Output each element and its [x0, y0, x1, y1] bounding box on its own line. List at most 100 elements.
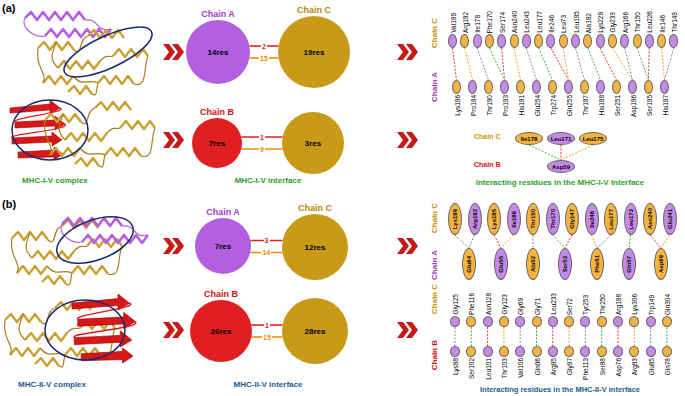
connector-line — [563, 48, 568, 80]
residue-name: Val106 — [517, 358, 524, 378]
connector — [618, 327, 619, 346]
figure-label: Chain A — [430, 250, 439, 280]
residue-count: 12res — [305, 243, 326, 252]
residue-ellipse: Leu171 — [547, 132, 575, 145]
connector-line — [629, 235, 631, 248]
residue-name: Ser251 — [613, 95, 620, 116]
residue-name: Gln96 — [533, 358, 540, 375]
figure-label: Chain B — [474, 161, 500, 168]
chain-circle: Chain C12res — [282, 214, 348, 280]
residue-ellipse: Leu73 — [559, 34, 568, 48]
residue-name: Arg188 — [615, 294, 622, 315]
edge-label: 1 — [259, 134, 265, 141]
connector — [625, 48, 633, 80]
figure-label: MHC-I-V complex — [22, 176, 88, 185]
chain-header: Chain C — [298, 203, 332, 213]
residue-name: Thr250 — [598, 294, 605, 315]
figure-label: MHC-II-V complex — [18, 380, 86, 389]
connector-line — [561, 145, 593, 160]
residue-ellipse: Leu233 — [548, 316, 558, 327]
residue-name: Asn128 — [484, 293, 491, 315]
residue-name: Trp274 — [549, 95, 556, 115]
chain-circle: Chain A14res — [186, 20, 250, 84]
connector — [629, 235, 631, 248]
flow-chevron — [163, 322, 184, 338]
connector-line — [494, 235, 501, 248]
residue-ellipse: Gly71 — [532, 316, 542, 327]
residue-ellipse: Ile246 — [585, 203, 599, 235]
connector-line — [612, 48, 632, 80]
residue-ellipse: Glu241 — [663, 203, 677, 235]
residue-name: Leu177 — [535, 11, 542, 33]
connector-line — [526, 48, 536, 80]
residue-name: Ile246 — [589, 211, 595, 228]
figure-label: MHC-I-V interface — [235, 176, 302, 185]
connector-line — [601, 327, 602, 346]
connector — [665, 48, 674, 80]
residue-name: Asp196 — [629, 95, 636, 117]
connector — [666, 327, 667, 346]
connector-line — [585, 327, 586, 346]
residue-name: Leu171 — [551, 136, 572, 142]
connector — [597, 235, 611, 248]
residue-ellipse: Leu243 — [522, 34, 531, 48]
residue-count: 7res — [215, 242, 231, 251]
connector-line — [533, 235, 534, 248]
residue-ellipse: Asp69 — [654, 248, 668, 280]
residue-ellipse: Asn240 — [510, 34, 519, 48]
residue-name: Leu185 — [572, 11, 579, 33]
residue-ellipse: Ala52 — [526, 248, 540, 280]
connector — [503, 327, 504, 346]
chain-circle: Chain B7res — [192, 118, 242, 168]
connector-line — [501, 235, 514, 248]
connector-line — [487, 327, 488, 346]
figure-label: Chain C — [430, 18, 439, 48]
connector — [561, 145, 593, 160]
edge-label: 9 — [259, 146, 265, 153]
residue-name: Gln255 — [565, 95, 572, 116]
connector-line — [502, 48, 505, 80]
residue-ellipse: Asn128 — [483, 316, 493, 327]
residue-name: Gly147 — [569, 209, 575, 229]
connector-line — [597, 235, 611, 248]
interface-ellipse — [12, 100, 88, 160]
connector-line — [455, 327, 456, 346]
residue-ellipse: Ile178 — [473, 34, 482, 48]
residue-ellipse: Ile186 — [507, 203, 521, 235]
figure-label: (a) — [2, 2, 15, 14]
residue-name: Leu175 — [583, 136, 604, 142]
residue-name: Glu55 — [498, 256, 504, 273]
connector-line — [529, 145, 561, 160]
connector-line — [600, 48, 616, 80]
connector-line — [565, 235, 572, 248]
residue-name: Gly69 — [517, 298, 524, 315]
connector-line — [455, 235, 469, 248]
residue-ellipse: Glu64 — [462, 248, 476, 280]
connector — [662, 48, 665, 80]
residue-name: His191 — [517, 95, 524, 115]
connector-line — [477, 48, 488, 80]
residue-ellipse: Gly69 — [515, 316, 525, 327]
residue-ellipse: Gly123 — [499, 316, 509, 327]
residue-name: Ser102 — [468, 358, 475, 379]
residue-name: Gly125 — [452, 294, 459, 315]
residue-name: Lys306 — [631, 294, 638, 315]
figure-label: Chain C — [430, 284, 439, 314]
residue-ellipse: Tyr253 — [580, 316, 590, 327]
residue-name: Asn240 — [511, 11, 518, 33]
residue-ellipse: Arg192 — [468, 203, 482, 235]
connector-line — [465, 48, 473, 80]
connector-line — [489, 48, 504, 80]
connector — [487, 327, 488, 346]
residue-name: Ser174 — [498, 12, 505, 33]
residue-name: His197 — [661, 95, 668, 115]
residue-ellipse: Gln96 — [532, 346, 542, 357]
connector-line — [588, 48, 601, 80]
residue-name: Pro184 — [469, 95, 476, 116]
connector — [489, 48, 504, 80]
chain-circle: Chain A7res — [195, 218, 251, 274]
residue-name: Glu85 — [647, 358, 654, 375]
residue-name: His188 — [597, 95, 604, 115]
connector — [502, 48, 505, 80]
connector-line — [665, 48, 674, 80]
